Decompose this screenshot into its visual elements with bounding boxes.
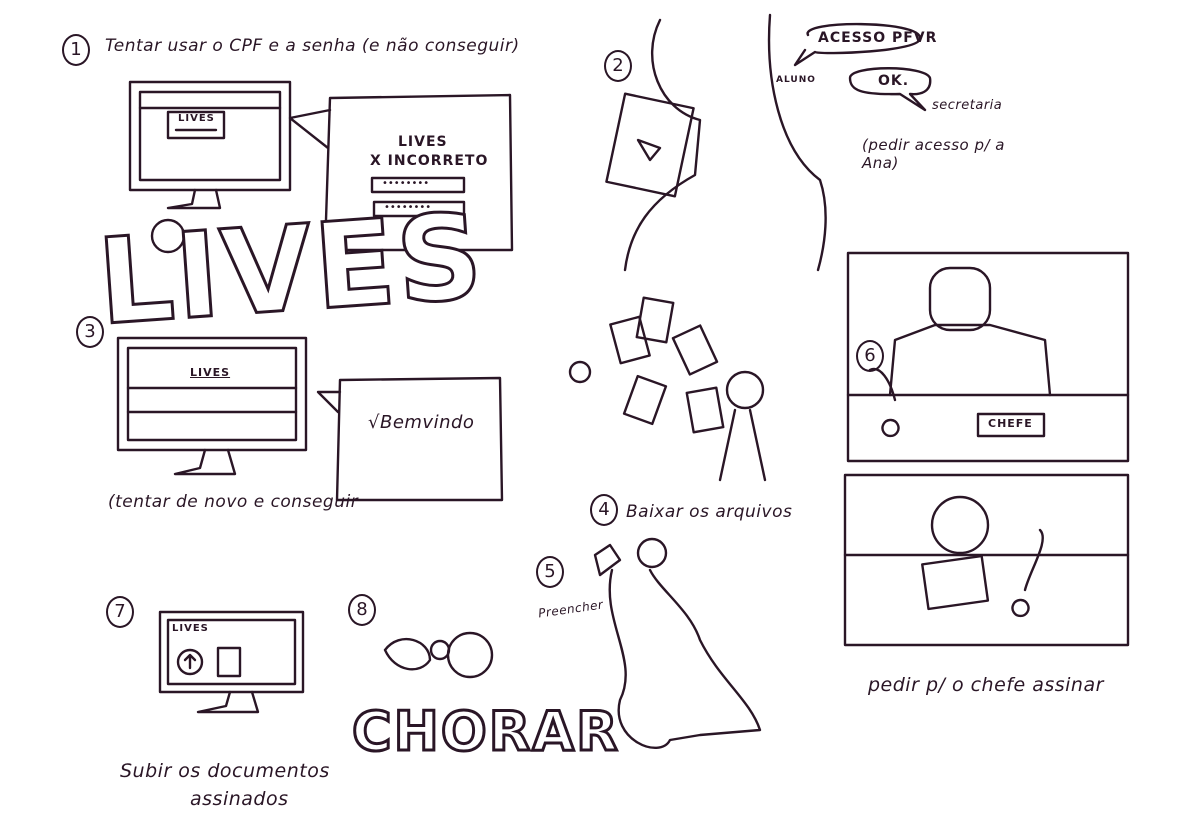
step-number-5: 5 [536, 556, 564, 588]
popup-1-title: LIVES [398, 134, 448, 150]
step-7-caption-line2: assinados [190, 788, 289, 810]
cry-text: CHORAR [351, 699, 620, 765]
password-field: •••••••• [384, 202, 432, 213]
popup-3 [316, 376, 504, 502]
step-4-caption: Baixar os arquivos [626, 502, 793, 522]
step-number-8: 8 [348, 594, 376, 626]
signing-panel [843, 473, 1130, 647]
welcome-message: √Bemvindo [368, 412, 475, 433]
upload-icon [176, 648, 204, 676]
student-and-secretary [605, 13, 932, 272]
step-2-caption: (pedir acesso p/ a Ana) [862, 136, 1006, 172]
step-7-caption-line1: Subir os documentos [120, 760, 330, 782]
student-speech: ACESSO PFVR [818, 30, 938, 46]
step-3-caption: (tentar de novo e conseguir [108, 492, 359, 512]
secretary-label: secretaria [932, 98, 1003, 113]
monitor-7 [158, 610, 305, 714]
step-number-2: 2 [604, 50, 632, 82]
monitor-1 [128, 80, 292, 210]
lives-logo-text: LIVES [92, 185, 490, 353]
monitor-7-title: LIVES [172, 623, 209, 634]
step-number-3: 3 [76, 316, 104, 348]
document-icon [216, 646, 242, 678]
step-number-7: 7 [106, 596, 134, 628]
step-number-1: 1 [62, 34, 90, 66]
monitor-1-title: LIVES [178, 113, 215, 124]
step-number-6: 6 [856, 340, 884, 372]
secretary-speech: OK. [878, 73, 910, 89]
boss-nameplate: CHEFE [988, 417, 1033, 430]
monitor-3 [116, 336, 308, 476]
error-message: X INCORRETO [370, 153, 489, 169]
student-label: ALUNO [776, 75, 816, 85]
lives-logo [150, 218, 186, 254]
papers-flying [568, 296, 767, 482]
cpf-field: •••••••• [382, 178, 430, 189]
monitor-3-title: LIVES [190, 366, 231, 379]
step-1-caption: Tentar usar o CPF e a senha (e não conse… [105, 36, 520, 56]
step-6-caption: pedir p/ o chefe assinar [868, 674, 1104, 696]
boss-panel [846, 251, 1130, 463]
popup-1 [288, 93, 514, 252]
long-form-scroll [593, 537, 762, 750]
crying-person [383, 631, 494, 679]
step-number-4: 4 [590, 494, 618, 526]
